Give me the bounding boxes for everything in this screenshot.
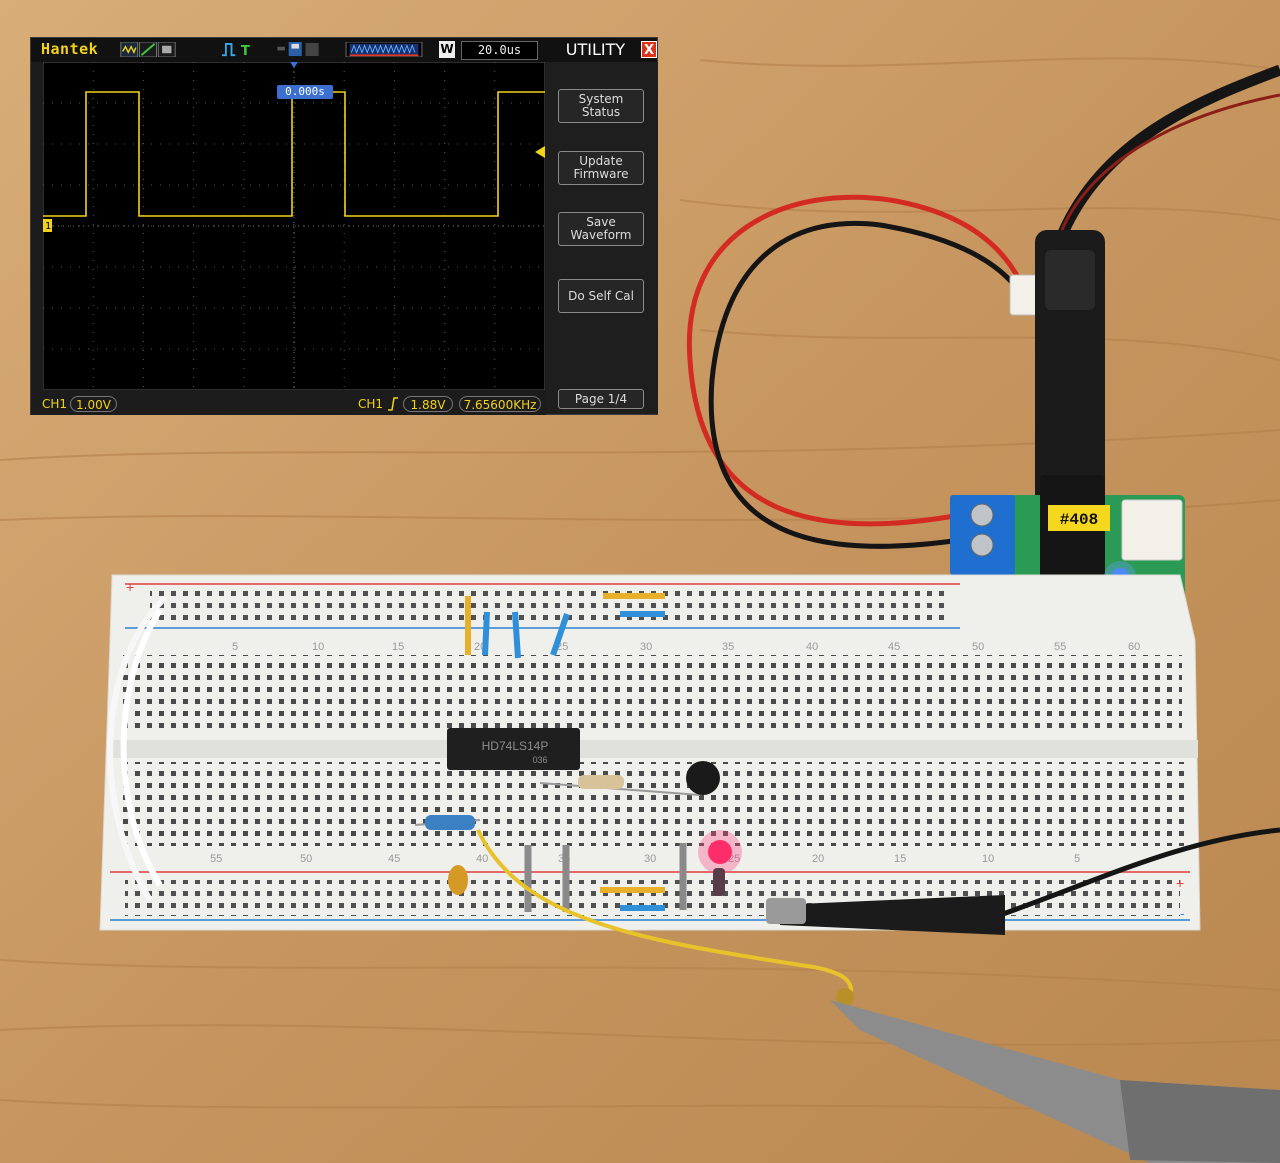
button-line: Update (579, 154, 623, 168)
col-number: 5 (232, 641, 238, 653)
rail-plus-right: + (1176, 875, 1184, 891)
button-line: Save (586, 215, 616, 229)
transistor (686, 761, 720, 795)
frequency-readout: 7.65600KHz (459, 396, 541, 412)
channel-label-right: CH1 (358, 397, 384, 411)
module-label: #408 (1060, 511, 1098, 529)
trigger-level-marker (535, 146, 545, 158)
brand-logo: Hantek (41, 40, 99, 58)
col-number: 50 (300, 853, 312, 865)
button-line: Waveform (570, 228, 632, 242)
save-icon[interactable] (276, 42, 321, 57)
close-icon[interactable]: X (641, 41, 657, 58)
col-number: 15 (894, 853, 906, 865)
probe-ground-wire (999, 827, 1280, 918)
button-line: Do Self Cal (568, 288, 634, 303)
scope-display: 1 0.000s (42, 61, 546, 391)
scope-toolbar: Hantek T W 20.0us UTILITY X (31, 38, 657, 62)
resistor-blue (425, 815, 475, 830)
col-number: 40 (806, 641, 818, 653)
rail-plus-left: + (126, 579, 134, 595)
white-jumper-2 (120, 608, 163, 887)
timebase-readout[interactable]: 20.0us (461, 41, 538, 60)
col-number: 15 (392, 641, 404, 653)
dc-jack-ridge (1045, 250, 1095, 310)
chip-label: HD74LS14P (482, 739, 549, 753)
oscilloscope-screenshot: Hantek T W 20.0us UTILITY X (30, 37, 658, 415)
top-terminal-holes (122, 655, 1182, 735)
self-cal-button[interactable]: Do Self Cal (558, 279, 644, 313)
col-number: 45 (388, 853, 400, 865)
svg-text:T: T (241, 44, 250, 57)
dc-cable (1054, 64, 1280, 243)
ceramic-capacitor (448, 865, 468, 895)
rising-edge-icon (388, 397, 398, 411)
col-number: 55 (1054, 641, 1066, 653)
top-row-numbers: 5 10 15 20 25 30 35 40 45 50 55 60 (232, 641, 1140, 653)
col-number: 5 (1074, 853, 1080, 865)
red-wire (686, 194, 1025, 527)
trigger-position-marker (290, 62, 298, 68)
module-label-tag (1048, 505, 1110, 531)
button-line: System (578, 92, 624, 106)
rail-minus-right: - (1180, 905, 1185, 921)
led-resistor (713, 868, 725, 896)
dc-cable-red (1058, 93, 1280, 236)
blue-jumper-2 (512, 611, 521, 659)
col-number: 30 (640, 641, 652, 653)
window-mode-badge: W (439, 41, 455, 58)
trigger-position-badge: 0.000s (277, 85, 333, 99)
col-number: 30 (644, 853, 656, 865)
ch1-trace (43, 91, 545, 217)
blue-jumper-3 (550, 613, 570, 656)
menu-title: UTILITY (565, 40, 626, 59)
red-led (708, 840, 732, 864)
col-number: 60 (1128, 641, 1140, 653)
waveform-mode-icon[interactable] (119, 42, 177, 57)
alligator-jaw (766, 898, 806, 924)
col-number: 10 (312, 641, 324, 653)
chip-code: 036 (532, 755, 547, 765)
bottom-terminal-holes (118, 762, 1188, 846)
button-line: Firmware (573, 167, 629, 181)
status-bar: CH1 1.00V CH1 1.88V 7.65600KHz (31, 393, 546, 415)
ch1-ground-label: 1 (45, 221, 51, 232)
volts-div-readout[interactable]: 1.00V (70, 396, 117, 412)
wood-grain (0, 57, 1280, 1121)
ic-chip (447, 728, 580, 770)
page-button[interactable]: Page 1/4 (558, 389, 644, 409)
yellow-probe-wire (476, 829, 853, 996)
col-number: 40 (476, 853, 488, 865)
memory-depth-icon[interactable] (341, 42, 427, 57)
top-rail-holes (150, 588, 950, 624)
ch1-ground-marker (43, 219, 52, 232)
scope-grid: 1 (42, 61, 546, 391)
col-number: 20 (812, 853, 824, 865)
blue-jumper-1 (482, 611, 490, 656)
button-line: Status (581, 105, 621, 119)
screw-bottom (970, 533, 994, 557)
col-number: 10 (982, 853, 994, 865)
col-number: 50 (972, 641, 984, 653)
trigger-edge-icon[interactable]: T (219, 42, 259, 57)
alligator-clip (775, 895, 1005, 935)
probe-grip (1120, 1080, 1280, 1163)
jst-header (1121, 499, 1183, 561)
resistor-lead (539, 782, 701, 796)
center-channel (108, 740, 1198, 758)
trigger-level-readout[interactable]: 1.88V (403, 396, 453, 412)
black-wire (708, 220, 1021, 549)
col-number: 45 (888, 641, 900, 653)
col-number: 35 (722, 641, 734, 653)
col-number: 55 (210, 853, 222, 865)
channel-label-left: CH1 (42, 397, 68, 411)
probe-hook (836, 988, 854, 1006)
white-jumper-1 (107, 595, 168, 902)
screw-top (970, 503, 994, 527)
resistor-beige (578, 775, 624, 789)
